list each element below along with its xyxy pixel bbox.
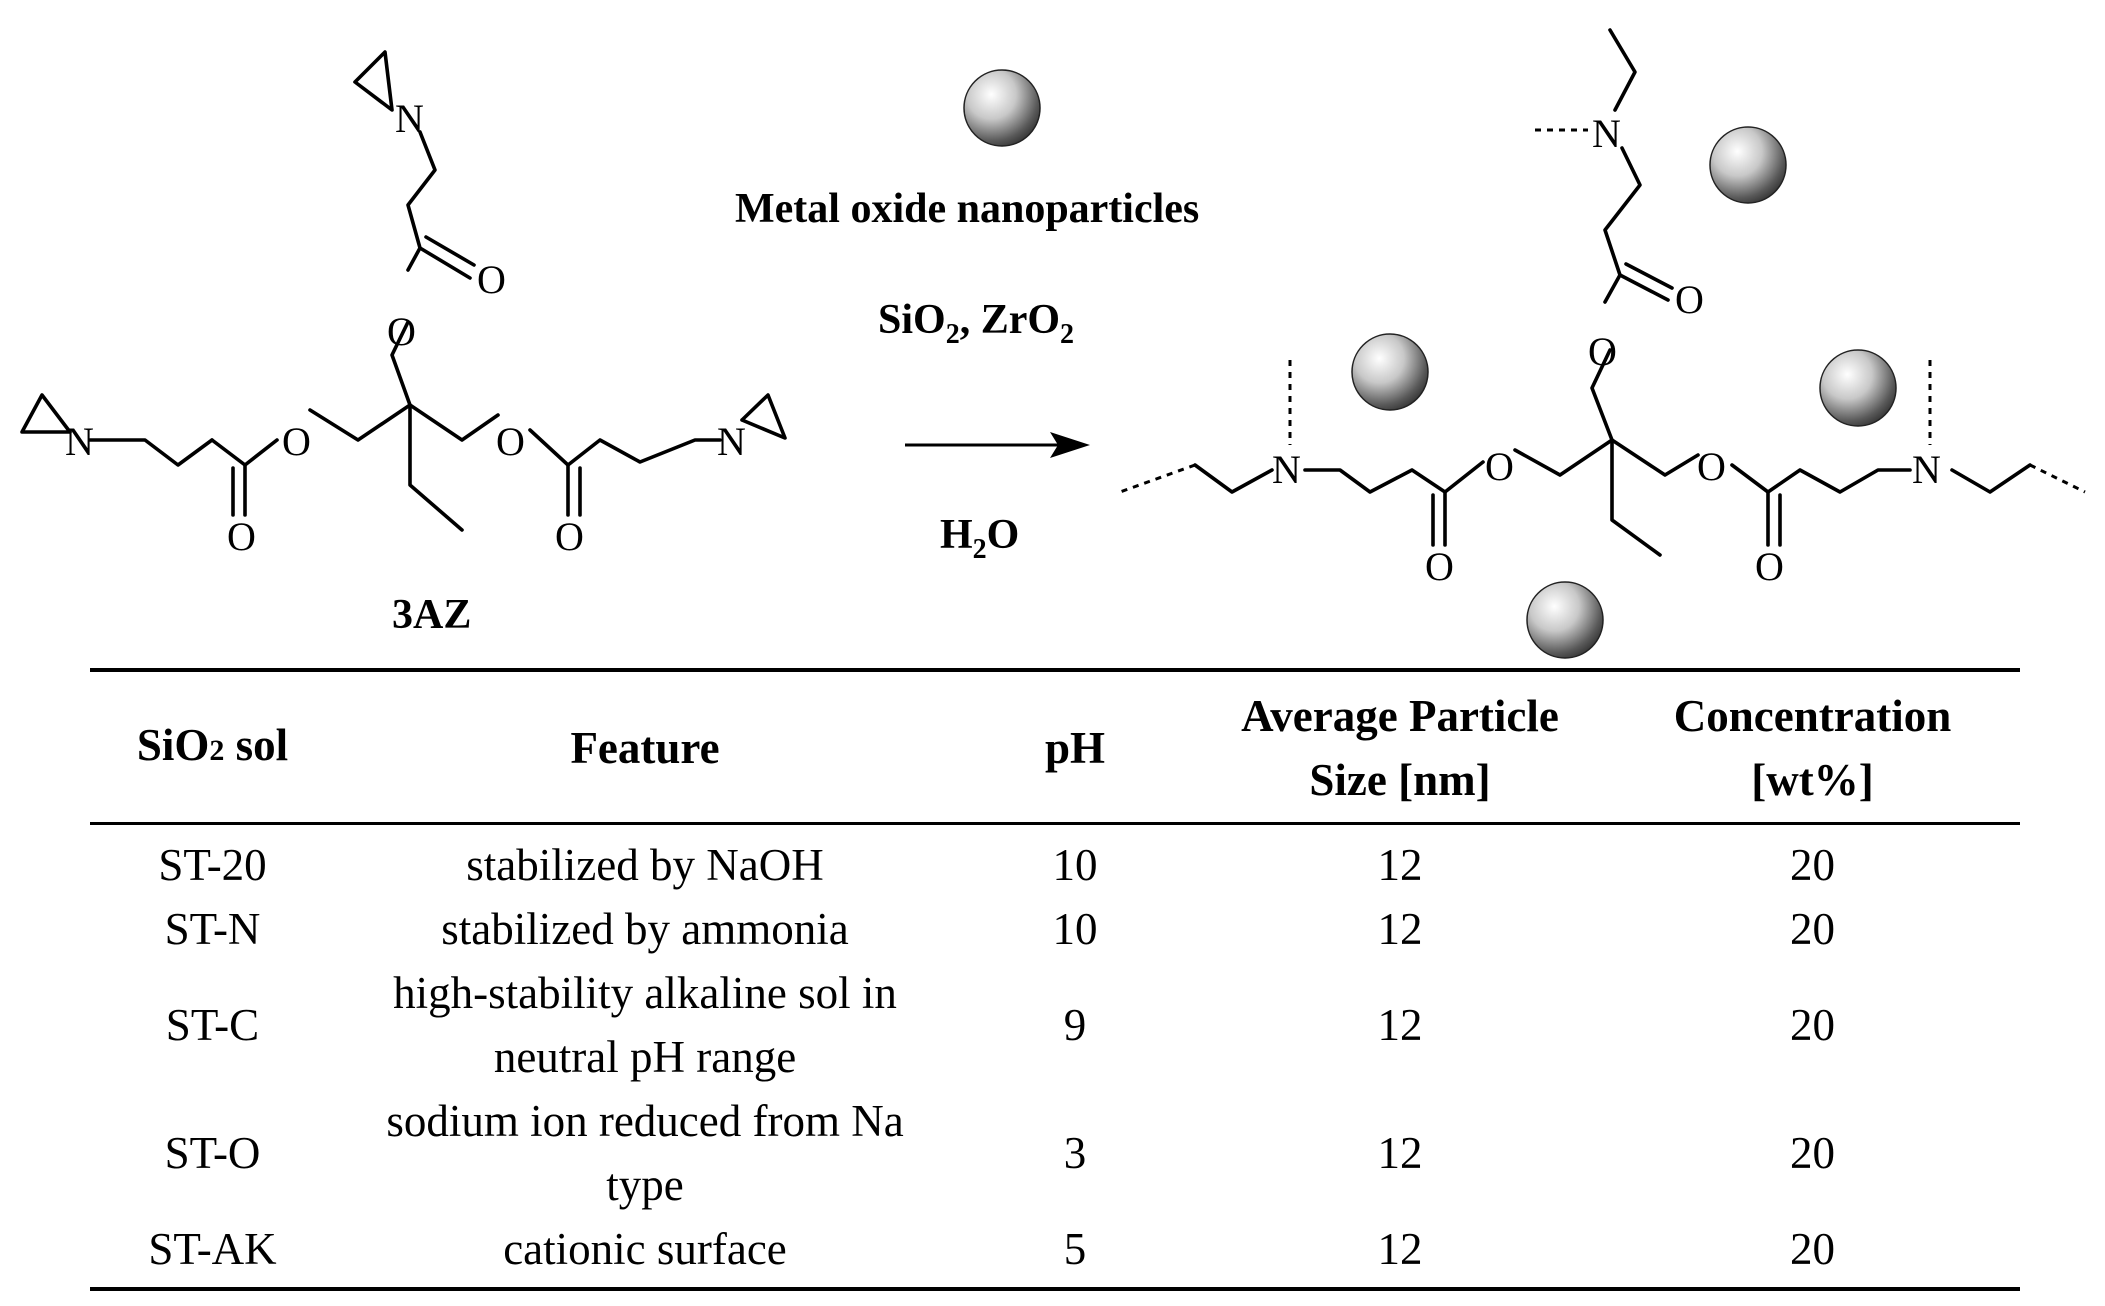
cell-feature: stabilized by ammonia [441,904,849,954]
atom-n-product-top: N [1592,111,1621,156]
cell-size: 12 [1377,1000,1423,1050]
cell-sol: ST-20 [158,840,267,890]
cell-feature: stabilized by NaOH [466,840,824,890]
nanoparticle-sphere-icon [1709,126,1787,204]
atom-n-product-right: N [1912,447,1941,492]
atom-o-ester-top: O [387,309,416,354]
cell-concentration: 20 [1790,1128,1835,1178]
reagent-oxides: SiO2, ZrO2 [878,297,1074,350]
atom-o-product-ester-left: O [1485,444,1514,489]
atom-o-carbonyl-right: O [555,514,584,559]
nanoparticle-sphere-icon [963,69,1041,147]
cell-ph: 5 [955,1217,1195,1291]
header-sio2-sol: SiO2 sol [90,668,335,825]
cell-sol: ST-C [165,1000,260,1050]
table-row: ST-N stabilized by ammonia 10 12 20 [90,897,2020,961]
cell-size: 12 [1377,1128,1423,1178]
reaction-arrow [905,432,1090,458]
atom-o-ester-right: O [496,419,525,464]
nanoparticle-sphere-icon [1819,349,1897,427]
atom-n-left: N [65,419,94,464]
reactant-label: 3AZ [392,592,471,638]
cell-size: 12 [1377,904,1423,954]
atom-n-product-left: N [1272,447,1301,492]
cell-concentration: 20 [1605,1217,2020,1291]
atom-o-carbonyl-left: O [227,514,256,559]
atom-o-product-carbonyl-top: O [1675,277,1704,322]
atom-o-product-carbonyl-left: O [1425,544,1454,589]
cell-feature: cationic surface [335,1217,955,1291]
table-row: ST-AK cationic surface 5 12 20 [90,1217,2020,1291]
cell-ph: 3 [1063,1128,1087,1178]
cell-sol: ST-O [164,1128,261,1178]
cell-concentration: 20 [1790,904,1835,954]
header-concentration: Concentration[wt%] [1605,668,2020,825]
atom-o-ester-left: O [282,419,311,464]
header-ph: pH [955,668,1195,825]
cell-size: 12 [1377,840,1423,890]
cell-concentration: 20 [1790,840,1835,890]
cell-concentration: 20 [1790,1000,1835,1050]
atom-o-product-ester-top: O [1588,329,1617,374]
atom-n-right: N [717,419,746,464]
atom-o-product-carbonyl-right: O [1755,544,1784,589]
cell-size: 12 [1195,1217,1605,1291]
cell-ph: 10 [1052,904,1098,954]
solvent-label: H2O [940,512,1019,565]
atom-n-top: N [395,96,424,141]
table-row: ST-20 stabilized by NaOH 10 12 20 [90,824,2020,898]
nanoparticle-sphere-icon [1351,333,1429,411]
atom-o-carbonyl-top: O [477,257,506,302]
cell-ph: 10 [1052,840,1098,890]
atom-o-product-ester-right: O [1697,444,1726,489]
header-feature: Feature [335,668,955,825]
reactant-3az-structure: N O O O O N O O N [20,50,787,559]
cell-sol: ST-AK [90,1217,335,1291]
nanoparticle-sphere-icon [1526,581,1604,659]
reagent-nanoparticles: Metal oxide nanoparticles [735,186,1199,232]
product-network-structure: N O O O O N O O N [1119,28,2086,589]
cell-ph: 9 [1063,1000,1087,1050]
reaction-scheme: N O O O O N O O N 3AZ Metal oxide nanopa… [20,28,2086,659]
cell-sol: ST-N [164,904,261,954]
